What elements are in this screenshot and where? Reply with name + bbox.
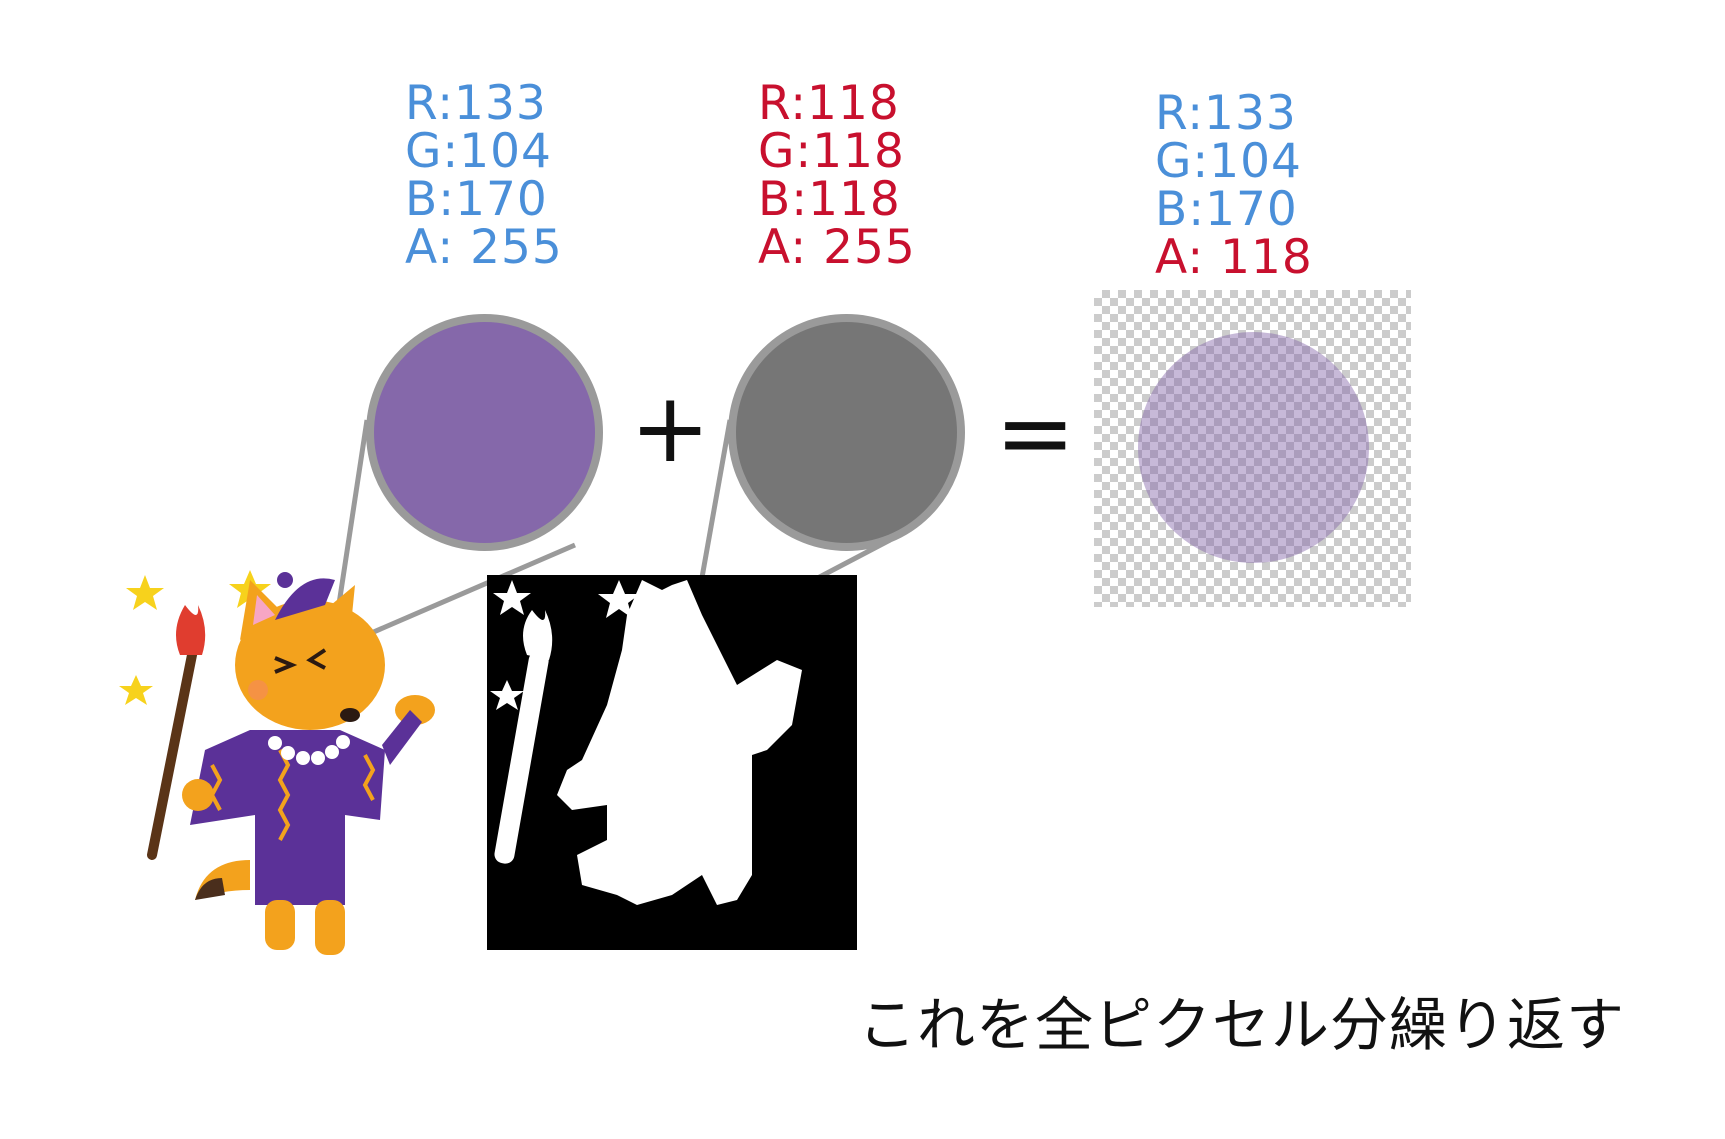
mask-values: R:118 G:118 B:118 A: 255 [758, 80, 916, 272]
transparency-checkerboard [1094, 290, 1411, 607]
mask-b: B:118 [758, 172, 901, 227]
result-g: G:104 [1155, 134, 1302, 189]
result-a: A: 118 [1155, 230, 1313, 285]
plus-operator: + [630, 372, 711, 484]
result-values: R:133 G:104 B:170 A: 118 [1155, 90, 1313, 282]
result-b: B:170 [1155, 182, 1298, 237]
mask-g: G:118 [758, 124, 905, 179]
caption-text: これを全ピクセル分繰り返す [858, 991, 1626, 1059]
source-b: B:170 [405, 172, 548, 227]
result-r: R:133 [1155, 86, 1297, 141]
star-icon [119, 675, 153, 705]
mask-a: A: 255 [758, 220, 916, 275]
source-r: R:133 [405, 76, 547, 131]
equals-operator: = [995, 377, 1076, 489]
source-pixel-swatch [366, 314, 603, 551]
source-values: R:133 G:104 B:170 A: 255 [405, 80, 563, 272]
result-pixel-swatch [1138, 332, 1369, 563]
fox-wizard-silhouette-mask [487, 575, 857, 950]
mask-r: R:118 [758, 76, 900, 131]
source-g: G:104 [405, 124, 552, 179]
mask-pixel-swatch [728, 314, 965, 551]
fox-wizard-illustration [119, 570, 435, 955]
star-icon [126, 575, 164, 610]
source-a: A: 255 [405, 220, 563, 275]
